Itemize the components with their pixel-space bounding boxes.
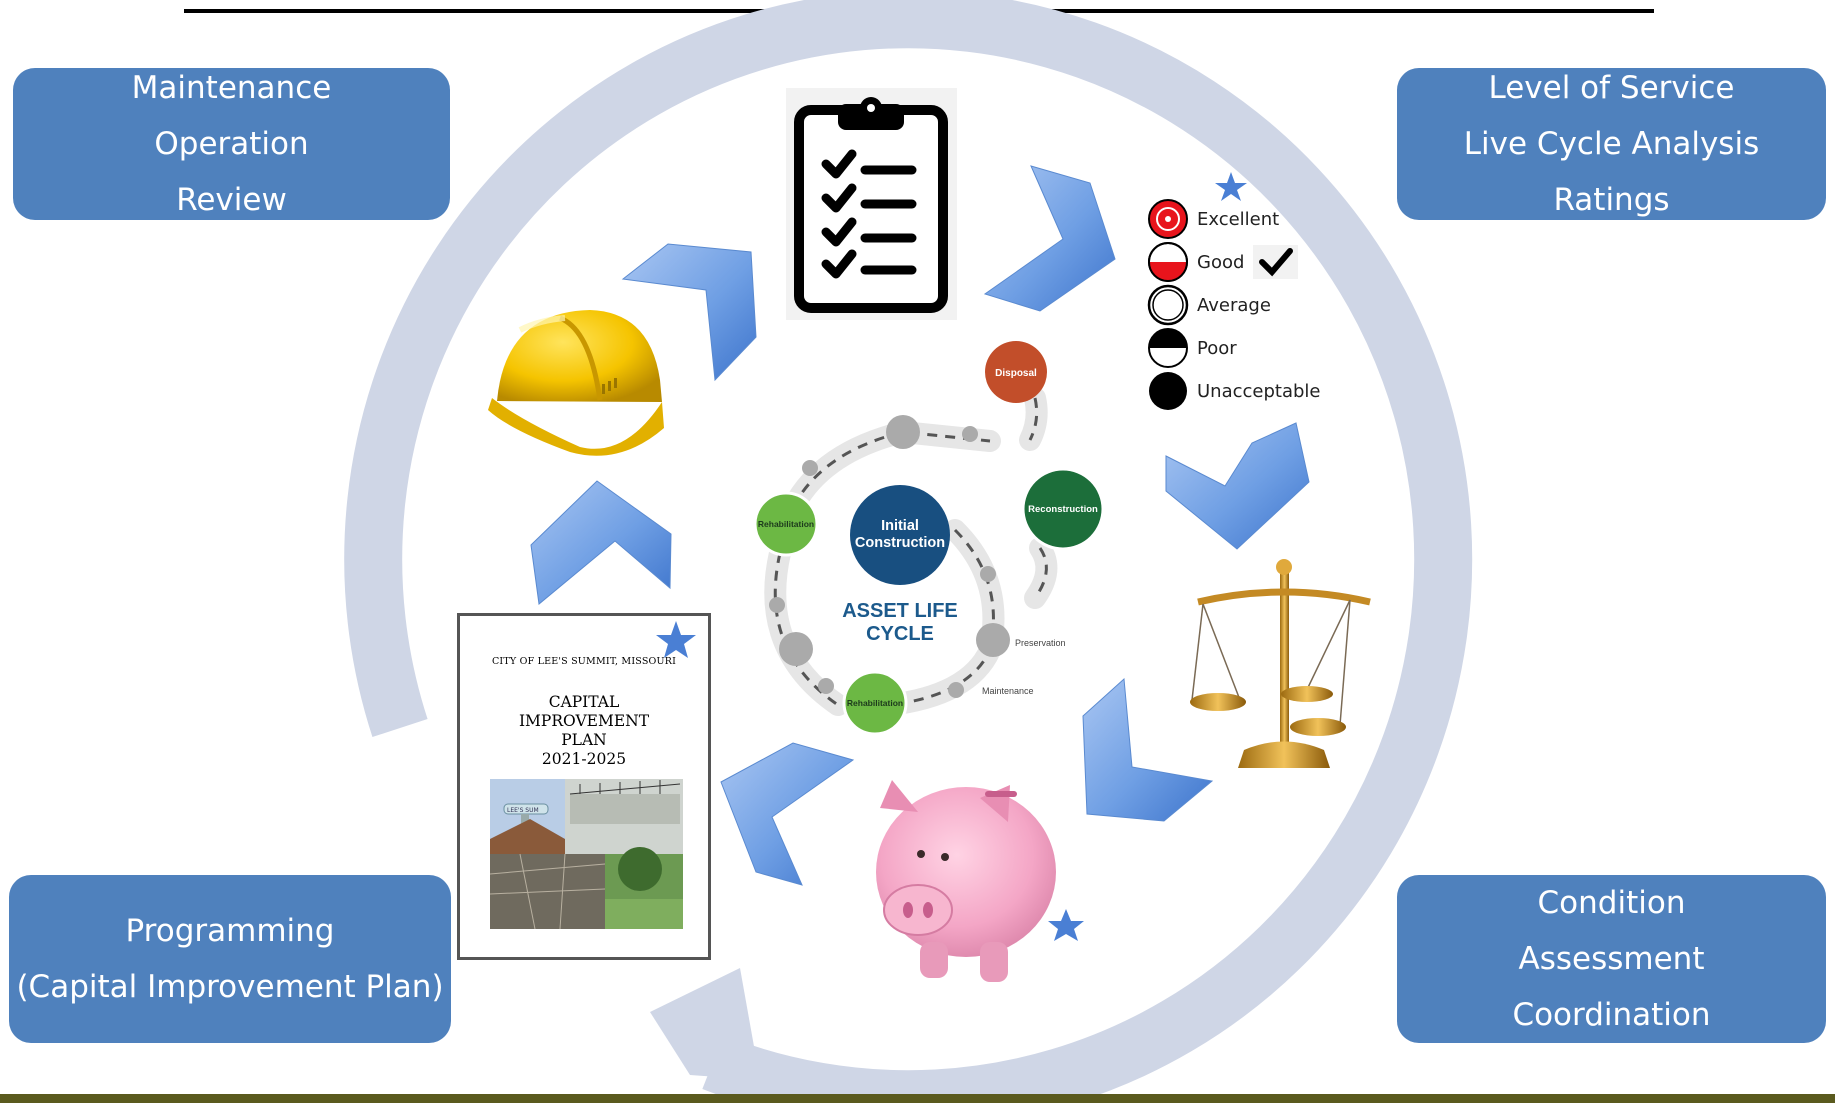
chevron-bottom <box>720 742 855 886</box>
chevron-top-right <box>983 165 1116 312</box>
rating-average: Average <box>1147 284 1271 326</box>
preservation-label: Preservation <box>1015 638 1066 648</box>
reconstruction-label: Reconstruction <box>1028 504 1098 515</box>
rating-unacceptable-label: Unacceptable <box>1197 381 1321 402</box>
piggy-bank-icon <box>876 780 1084 982</box>
box-line: Operation <box>154 126 309 162</box>
hard-hat-icon <box>488 310 664 456</box>
cip-title: CAPITAL IMPROVEMENT PLAN 2021-2025 <box>460 693 708 769</box>
rating-excellent: Excellent <box>1148 199 1279 239</box>
cip-city: CITY OF LEE'S SUMMIT, MISSOURI <box>491 656 677 667</box>
cip-title-line: 2021-2025 <box>541 750 627 768</box>
box-line: Condition <box>1537 885 1686 921</box>
cip-title-line: PLAN <box>561 731 607 749</box>
asset-life-cycle-title: ASSET LIFE <box>842 600 958 622</box>
cip-title-line: CAPITAL <box>548 693 620 711</box>
clipboard-checklist-icon <box>786 88 957 320</box>
maintenance-label: Maintenance <box>982 686 1034 696</box>
asset-life-cycle: Initial Construction ASSET LIFE CYCLE Di… <box>753 341 1105 736</box>
footer-bar <box>0 1094 1835 1103</box>
initial-construction-label: Initial <box>881 518 919 534</box>
box-line: Live Cycle Analysis <box>1463 126 1760 162</box>
disposal-label: Disposal <box>995 368 1037 379</box>
box-line: Review <box>176 182 287 218</box>
chevron-top-left <box>621 243 757 382</box>
cip-photo-collage: LEE'S SUM <box>490 779 683 929</box>
cycle-chevrons <box>530 165 1310 886</box>
condition-assessment-box: Condition Assessment Coordination <box>1397 875 1826 1043</box>
chevron-left <box>530 480 672 605</box>
tower-label: LEE'S SUM <box>507 807 539 814</box>
asset-life-cycle-title-2: CYCLE <box>866 623 934 645</box>
cip-title-line: IMPROVEMENT <box>518 712 650 730</box>
box-line: Programming <box>125 913 335 949</box>
box-line: Assessment <box>1518 941 1705 977</box>
rating-poor-label: Poor <box>1197 338 1237 359</box>
rating-excellent-label: Excellent <box>1197 209 1279 230</box>
star-icon <box>1048 909 1084 941</box>
chevron-lower-right <box>1082 677 1214 822</box>
rating-good: Good <box>1148 242 1298 282</box>
capital-improvement-plan-cover: CITY OF LEE'S SUMMIT, MISSOURI CAPITAL I… <box>457 613 711 960</box>
box-line: (Capital Improvement Plan) <box>16 969 444 1005</box>
chevron-right <box>1165 422 1310 550</box>
level-of-service-box: Level of Service Live Cycle Analysis Rat… <box>1397 68 1826 220</box>
box-line: Coordination <box>1512 997 1711 1033</box>
rehabilitation-bottom-label: Rehabilitation <box>847 698 903 708</box>
rehabilitation-top-label: Rehabilitation <box>758 519 814 529</box>
maintenance-operation-review-box: Maintenance Operation Review <box>13 68 450 220</box>
ratings-legend: Excellent Good Average Poor Unacceptable <box>1147 172 1321 410</box>
rating-unacceptable: Unacceptable <box>1149 372 1321 410</box>
box-line: Maintenance <box>131 70 332 106</box>
star-icon <box>1215 172 1247 201</box>
initial-construction-label-2: Construction <box>855 535 945 551</box>
rating-good-label: Good <box>1197 252 1244 273</box>
box-line: Level of Service <box>1488 70 1735 106</box>
box-line: Ratings <box>1553 182 1670 218</box>
rating-poor: Poor <box>1148 328 1237 368</box>
scales-icon <box>1190 559 1371 768</box>
programming-box: Programming (Capital Improvement Plan) <box>9 875 451 1043</box>
outer-cycle-ring <box>344 0 1473 1103</box>
star-icon <box>656 621 696 658</box>
rating-average-label: Average <box>1197 295 1271 316</box>
checkmark-icon <box>1259 248 1293 277</box>
